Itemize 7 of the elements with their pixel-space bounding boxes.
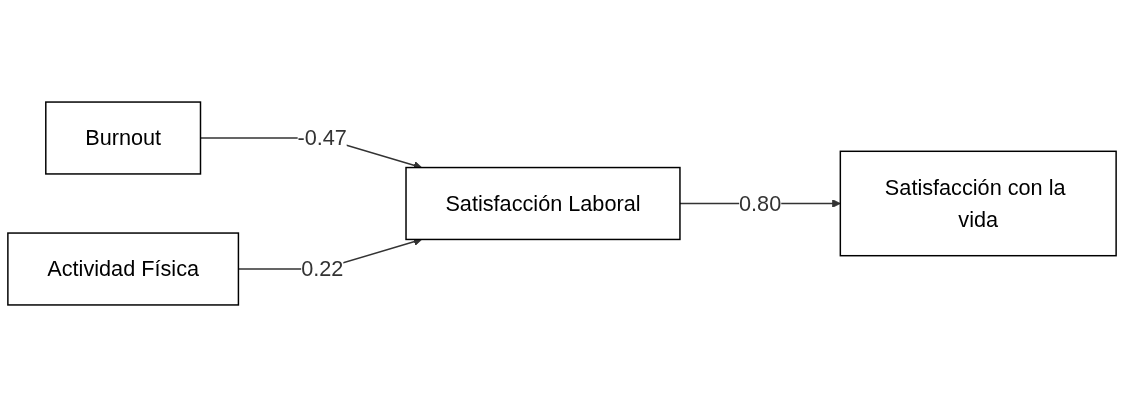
- node-box: Satisfacción Laboral: [405, 166, 681, 241]
- edge-label: 0.22: [301, 256, 344, 282]
- edge-label: 0.80: [739, 191, 782, 216]
- node-box: Satisfacción con la vida: [839, 150, 1117, 257]
- edge-label: -0.47: [297, 125, 347, 151]
- node-box: Burnout: [45, 101, 202, 175]
- node-box: Actividad Física: [7, 232, 240, 306]
